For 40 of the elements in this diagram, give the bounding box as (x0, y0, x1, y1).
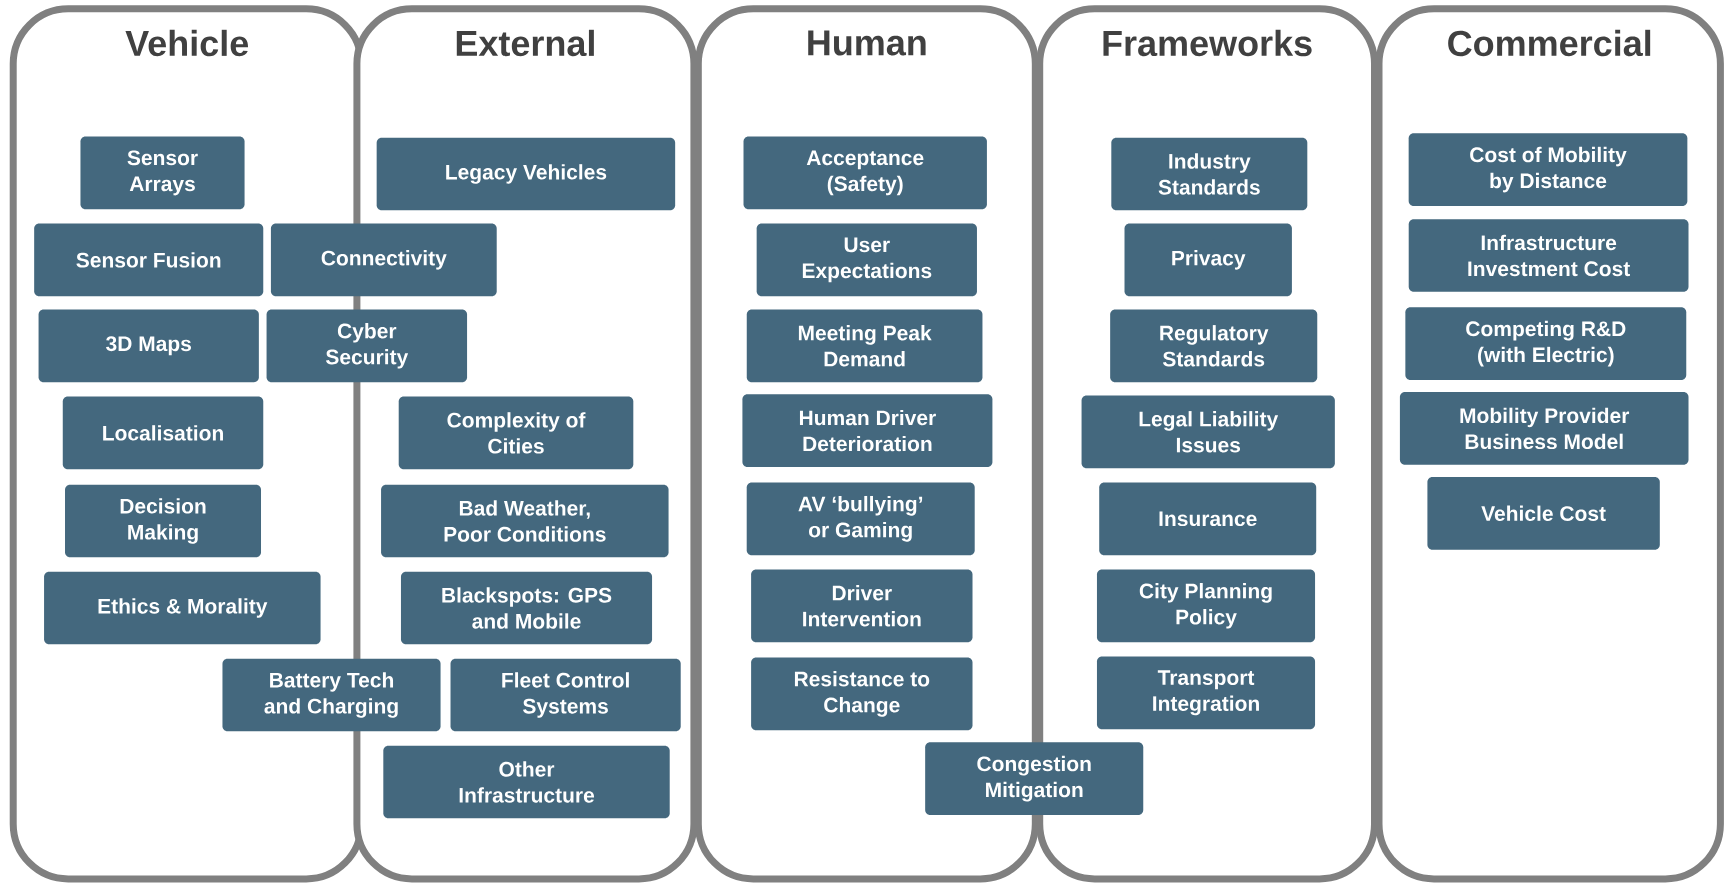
topic-box: Cost of Mobility by Distance (1408, 133, 1688, 206)
topic-box: Sensor Fusion (34, 223, 264, 297)
topic-box: Connectivity (270, 223, 497, 297)
column-heading: Commercial (1448, 29, 1651, 57)
topic-box: AV ‘bullying’ or Gaming (746, 482, 975, 556)
topic-box: Bad Weather, Poor Conditions (381, 484, 669, 558)
topic-box: Localisation (62, 396, 264, 470)
topic-box: Sensor Arrays (80, 136, 245, 210)
topic-box: Congestion Mitigation (925, 742, 1144, 816)
topic-box: Complexity of Cities (398, 396, 634, 470)
topic-box: 3D Maps (38, 309, 259, 383)
topic-box: User Expectations (756, 223, 977, 297)
topic-box: Cyber Security (266, 309, 468, 383)
topic-box: Acceptance (Safety) (743, 136, 987, 210)
topic-box: Vehicle Cost (1427, 476, 1660, 550)
topic-box: Transport Integration (1096, 656, 1316, 730)
column-heading: Frameworks (1103, 29, 1312, 57)
topic-box: Legacy Vehicles (376, 137, 676, 211)
topic-box: Regulatory Standards (1110, 309, 1318, 383)
column-heading: Human (808, 30, 926, 56)
topic-box: Fleet Control Systems (450, 658, 681, 732)
topic-box: Human Driver Deterioration (742, 394, 993, 467)
topic-box: Legal Liability Issues (1081, 395, 1335, 469)
topic-box: Decision Making (65, 484, 261, 558)
column-heading: External (456, 29, 594, 57)
topic-box: Resistance to Change (751, 657, 973, 731)
topic-box: Mobility Provider Business Model (1399, 392, 1689, 465)
topic-box: City Planning Policy (1096, 569, 1316, 643)
topic-box: Ethics & Morality (44, 571, 321, 645)
topic-box: Other Infrastructure (383, 745, 670, 819)
topic-box: Infrastructure Investment Cost (1408, 219, 1689, 292)
topic-box: Industry Standards (1111, 137, 1308, 211)
topic-box: Competing R&D (with Electric) (1405, 307, 1687, 380)
topic-box: Insurance (1099, 482, 1317, 556)
topic-box: Privacy (1124, 223, 1292, 297)
topic-box: Battery Tech and Charging (222, 658, 441, 732)
topic-box: Meeting Peak Demand (746, 309, 983, 383)
column-heading: Vehicle (125, 29, 249, 57)
topic-box: Driver Intervention (751, 569, 973, 643)
topic-box: Blackspots: GPS and Mobile (400, 571, 653, 645)
